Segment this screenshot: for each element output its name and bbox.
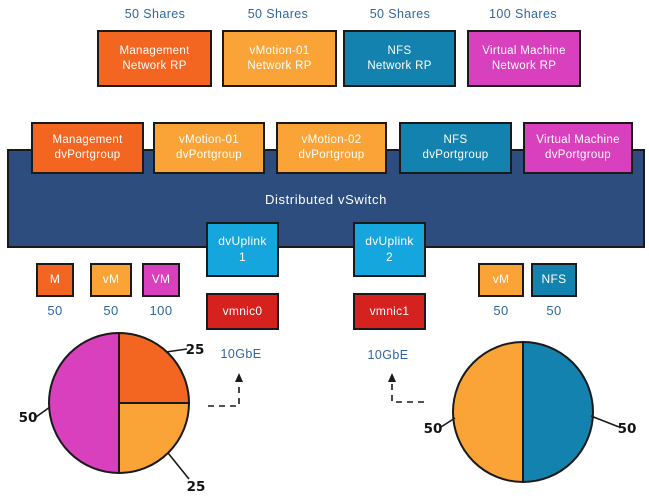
vmnic1-box: vmnic1: [353, 293, 426, 330]
portgroup-box-vmotion-02: vMotion-02 dvPortgroup: [276, 122, 387, 174]
shares-label-vm: 100 Shares: [489, 7, 557, 21]
shares-label-vmotion: 50 Shares: [247, 7, 309, 21]
pie-uplink1: [35, 332, 190, 480]
legend-value-vm: 100: [149, 303, 173, 318]
portgroup-box-vmotion-01: vMotion-01 dvPortgroup: [153, 122, 265, 174]
dvuplink-1-box: dvUplink 1: [206, 222, 279, 277]
rp-box-nfs: NFS Network RP: [343, 30, 456, 87]
legend-box-vm: VM: [142, 263, 180, 297]
legend-box-vmotion-right: vM: [478, 263, 524, 297]
legend-value-nfs-right: 50: [546, 303, 562, 318]
portgroup-box-nfs: NFS dvPortgroup: [399, 122, 512, 174]
pie1-label-orange-25: 25: [185, 342, 205, 358]
shares-label-nfs: 50 Shares: [369, 7, 431, 21]
pie2-label-teal-50: 50: [617, 421, 637, 437]
legend-box-management: M: [36, 263, 74, 297]
uplink1-arrow: [208, 373, 243, 407]
pie1-label-amber-25: 25: [186, 479, 206, 495]
vmnic0-box: vmnic0: [206, 293, 279, 330]
shares-label-management: 50 Shares: [124, 7, 186, 21]
nic-speed-label-right: 10GbE: [367, 348, 409, 362]
dvuplink-2-box: dvUplink 2: [353, 222, 426, 277]
legend-box-vmotion: vM: [90, 263, 132, 297]
nic-speed-label-left: 10GbE: [220, 347, 262, 361]
rp-box-virtual-machine: Virtual Machine Network RP: [467, 30, 581, 87]
rp-box-management: Management Network RP: [97, 30, 212, 87]
pie1-label-magenta-50: 50: [18, 410, 38, 426]
portgroup-box-virtual-machine: Virtual Machine dvPortgroup: [523, 122, 633, 174]
pie2-label-amber-50: 50: [423, 421, 443, 437]
legend-box-nfs-right: NFS: [531, 263, 577, 297]
legend-value-management: 50: [47, 303, 63, 318]
legend-value-vmotion-right: 50: [493, 303, 509, 318]
rp-box-vmotion-01: vMotion-01 Network RP: [222, 30, 337, 87]
uplink2-arrow: [388, 373, 424, 403]
distributed-vswitch-label: Distributed vSwitch: [265, 192, 387, 207]
pie-uplink2: [440, 341, 620, 483]
legend-value-vmotion: 50: [103, 303, 119, 318]
portgroup-box-management: Management dvPortgroup: [31, 122, 144, 174]
